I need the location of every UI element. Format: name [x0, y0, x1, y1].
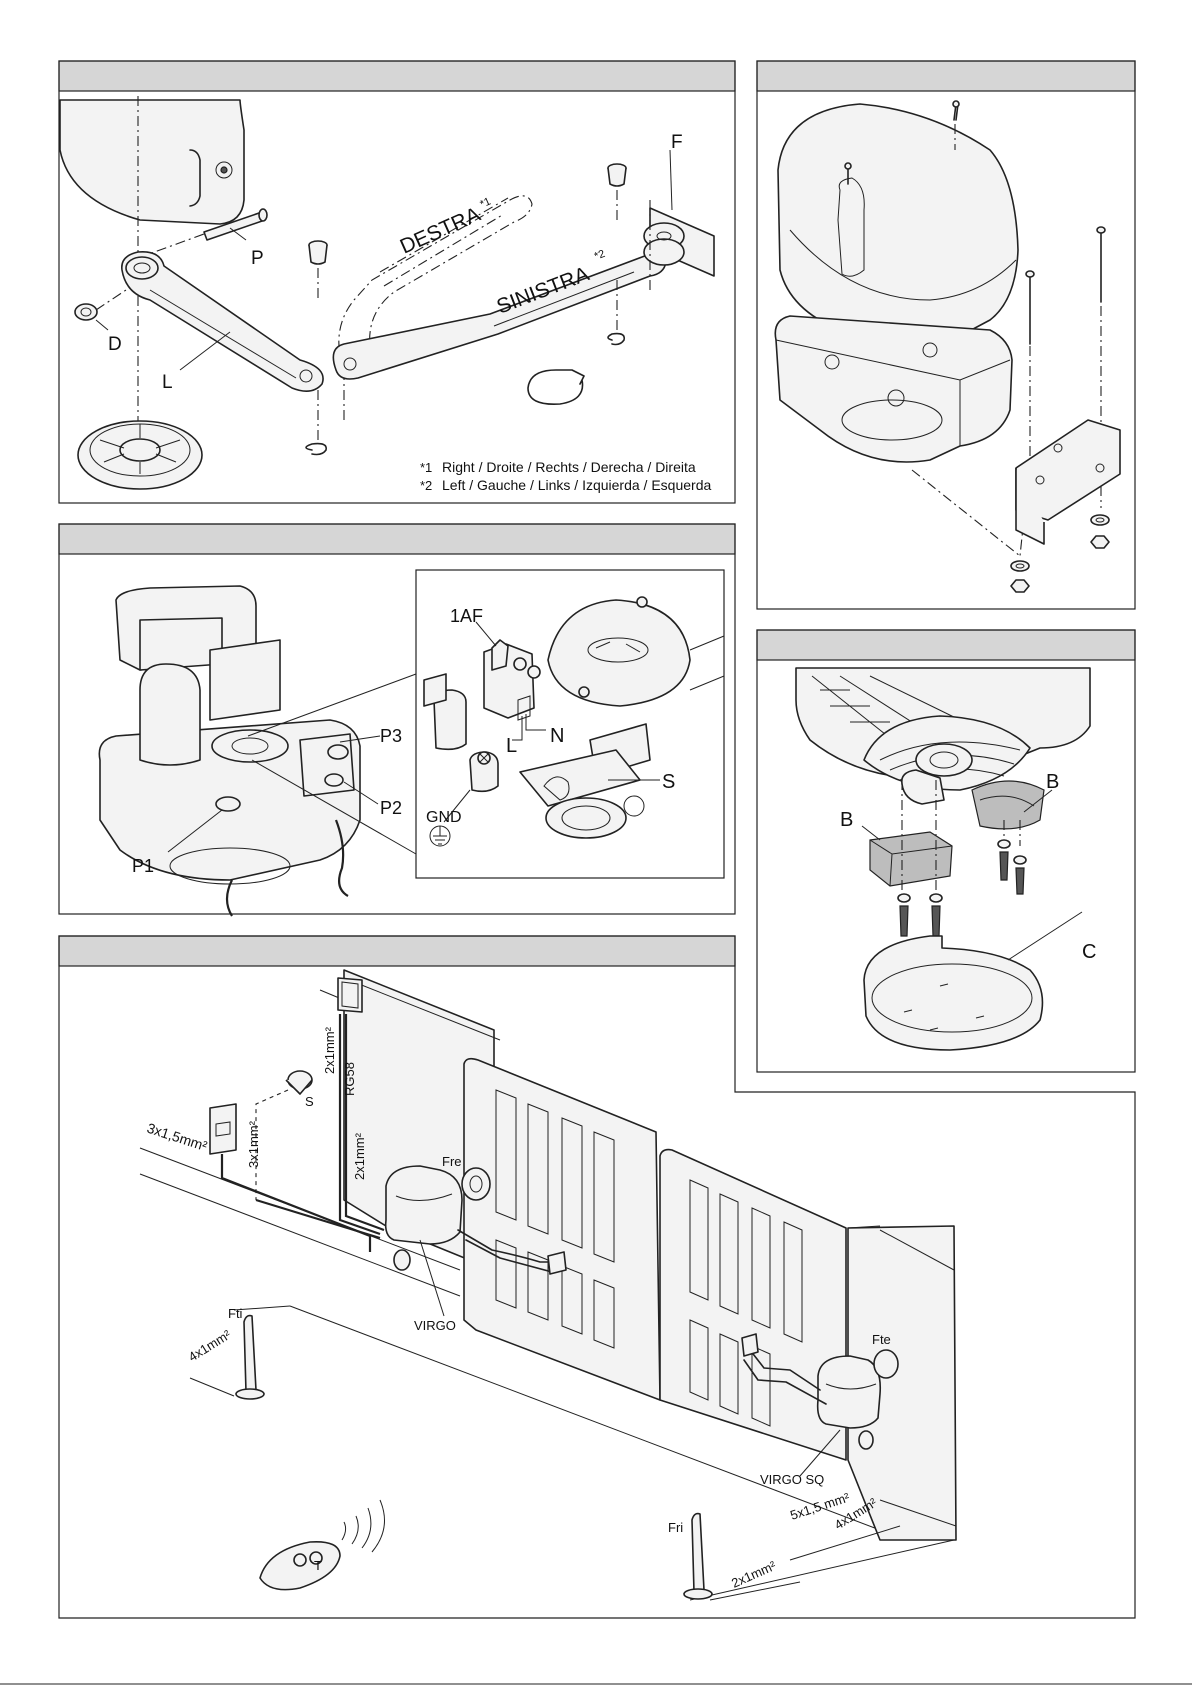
flashing-light-drawing	[338, 978, 362, 1012]
arm-sinistra-drawing	[333, 253, 666, 379]
legend-text-2: Left / Gauche / Links / Izquierda / Esqu…	[442, 477, 711, 493]
label-1af: 1AF	[450, 606, 483, 626]
bushing-drawing	[309, 241, 327, 264]
panel-cover-mounting	[757, 61, 1135, 609]
legend: *1 Right / Droite / Rechts / Derecha / D…	[420, 459, 711, 493]
label-cable-3x1: 3x1mm²	[246, 1120, 261, 1168]
nut-d-drawing	[75, 304, 97, 320]
bracket-f-drawing	[608, 164, 714, 276]
panel-mechanical-stops: B B C	[757, 630, 1135, 1072]
panel-mechanical-stops-header	[757, 630, 1135, 660]
label-s-terminal: S	[662, 771, 675, 793]
panel-electrical-connection-header	[59, 524, 735, 554]
label-sinistra-mark: *2	[593, 248, 607, 263]
arm-l-drawing	[122, 252, 323, 391]
operator-housing-drawing	[60, 100, 244, 224]
key-switch-drawing	[286, 1071, 312, 1094]
label-rg58: RG58	[342, 1062, 357, 1096]
label-virgo-sq: VIRGO SQ	[760, 1472, 824, 1487]
label-fti: Fti	[228, 1306, 243, 1321]
panel-arm-assembly-header	[59, 61, 735, 91]
label-p: P	[251, 248, 264, 269]
legend-mark-1: *1	[420, 460, 432, 475]
photocell-fri-drawing	[684, 1514, 712, 1599]
label-c: C	[1082, 941, 1096, 963]
label-virgo: VIRGO	[414, 1318, 456, 1333]
label-cable-2x1-top: 2x1mm²	[322, 1026, 337, 1074]
label-cable-2x1-mid: 2x1mm²	[352, 1132, 367, 1180]
gate-left-leaf	[464, 1059, 660, 1400]
label-cable-3x1-5: 3x1,5mm²	[145, 1120, 209, 1155]
legend-mark-2: *2	[420, 478, 432, 493]
panel-cover-mounting-header	[757, 61, 1135, 91]
panel-arm-assembly: DESTRA *1 SINISTRA *2 P F D	[59, 61, 735, 503]
label-b-left: B	[840, 809, 853, 831]
legend-text-1: Right / Droite / Rechts / Derecha / Dire…	[442, 459, 696, 475]
label-p2: P2	[380, 798, 402, 818]
label-t: T	[314, 1558, 322, 1573]
panel-installation-overview-header	[59, 936, 735, 966]
label-fri: Fri	[668, 1520, 683, 1535]
label-s-keyswitch: S	[305, 1094, 314, 1109]
label-l: L	[162, 372, 173, 393]
label-l-terminal: L	[506, 735, 517, 757]
label-b-right: B	[1046, 771, 1059, 793]
label-f: F	[671, 132, 683, 153]
label-fre: Fre	[442, 1154, 462, 1169]
turntable-drawing	[78, 421, 202, 489]
label-destra: DESTRA	[397, 203, 484, 259]
label-n: N	[550, 725, 564, 747]
remote-transmitter-drawing	[260, 1500, 385, 1590]
label-d: D	[108, 334, 122, 355]
photocell-fti-drawing	[236, 1316, 264, 1399]
panel-electrical-connection: P3 P2 P1 1AF N L S GND	[59, 524, 735, 916]
label-cable-4x1-left: 4x1mm²	[186, 1327, 234, 1365]
label-gnd: GND	[426, 809, 462, 826]
label-p1: P1	[132, 856, 154, 876]
label-fte: Fte	[872, 1332, 891, 1347]
label-p3: P3	[380, 726, 402, 746]
main-switch-drawing	[210, 1104, 236, 1154]
circlip-drawing	[528, 370, 584, 404]
